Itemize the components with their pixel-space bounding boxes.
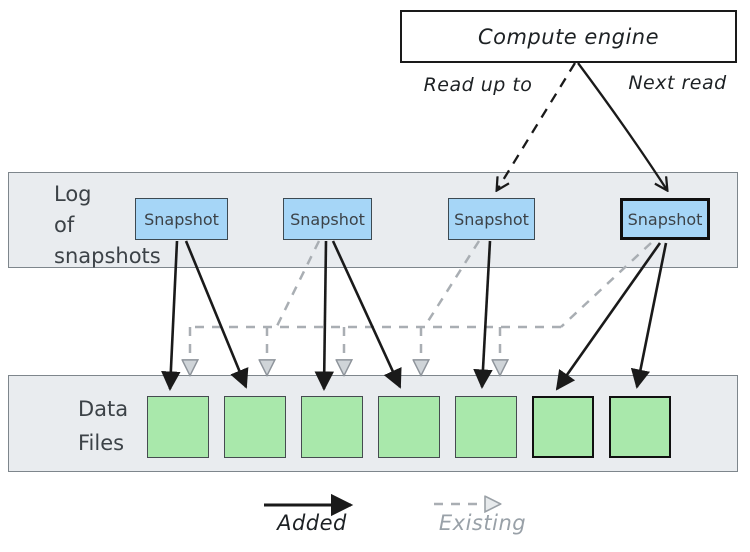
data-file <box>378 396 440 458</box>
snapshot-label: Snapshot <box>144 209 219 229</box>
data-file <box>609 396 671 458</box>
compute-engine-box: Compute engine <box>400 10 737 63</box>
data-file <box>147 396 209 458</box>
data-band-label-line: Files <box>78 431 125 455</box>
data-file <box>455 396 517 458</box>
data-file <box>224 396 286 458</box>
log-band-label-line: Log <box>54 182 92 206</box>
data-band-label: Data Files <box>78 392 128 460</box>
snapshot-label: Snapshot <box>290 209 365 229</box>
log-band-label-line: of <box>54 213 75 237</box>
log-band-label-line: snapshots <box>54 244 161 268</box>
legend-existing-label: Existing <box>438 511 527 535</box>
data-band-label-line: Data <box>78 397 129 421</box>
edge-label-read-up-to: Read up to <box>423 74 533 96</box>
snapshot-box-4: Snapshot <box>620 198 710 240</box>
data-files-row <box>147 396 671 458</box>
snapshot-label: Snapshot <box>627 209 703 229</box>
compute-engine-label: Compute engine <box>477 24 660 49</box>
edge-label-next-read: Next read <box>628 72 727 94</box>
data-file <box>301 396 363 458</box>
legend-added-label: Added <box>277 511 347 535</box>
snapshot-box-1: Snapshot <box>135 198 228 240</box>
snapshot-box-3: Snapshot <box>448 198 535 240</box>
data-file <box>532 396 594 458</box>
snapshot-label: Snapshot <box>454 209 529 229</box>
snapshot-box-2: Snapshot <box>283 198 372 240</box>
log-band-label: Log of snapshots <box>54 179 161 272</box>
